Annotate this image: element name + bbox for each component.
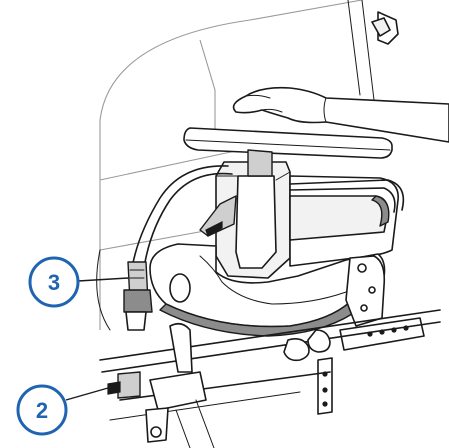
- armrest-frame-tube: [129, 165, 405, 277]
- callout-3: 3: [28, 256, 129, 308]
- armrest-pad: [183, 127, 393, 159]
- rear-mount-bracket: [317, 255, 425, 415]
- push-handle-knob: [371, 11, 399, 45]
- callout-2-circle: [16, 384, 68, 436]
- armrest-release-paddle: [199, 195, 237, 237]
- callout-3-label: 3: [48, 270, 60, 295]
- callout-2-label: 2: [36, 398, 48, 423]
- callout-2-leader-line: [65, 387, 109, 401]
- armrest-post: [215, 149, 291, 279]
- armrest-release-latch: [107, 322, 215, 448]
- user-hand: [232, 86, 449, 143]
- callout-2: 2: [16, 384, 109, 436]
- side-guard-panel: [149, 175, 399, 337]
- callout-3-leader-line: [77, 277, 129, 282]
- chair-backrest-frame: [96, 0, 375, 331]
- armrest-height-adjustment-lever: [123, 261, 153, 331]
- callout-3-circle: [28, 256, 80, 308]
- lower-frame-rails: [99, 309, 441, 421]
